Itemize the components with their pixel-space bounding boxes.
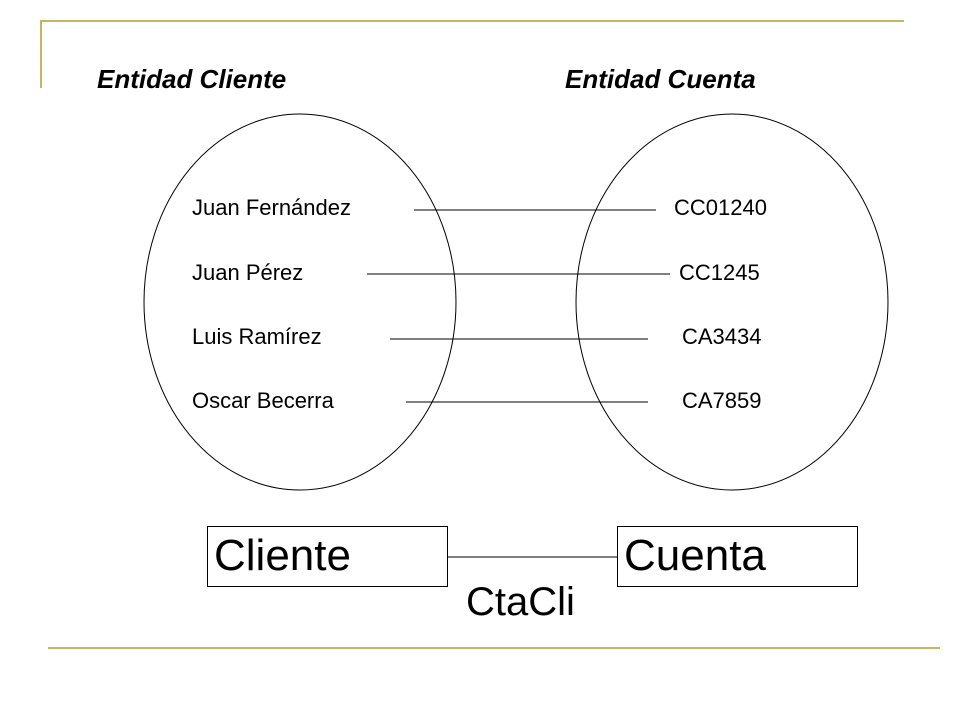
cuenta-item: CC01240 <box>674 195 767 220</box>
frame-bottom-line <box>48 647 940 649</box>
cliente-item: Juan Fernández <box>192 195 351 220</box>
cuenta-item: CA3434 <box>682 324 762 349</box>
relationship-label: CtaCli <box>466 580 575 624</box>
heading-entidad-cuenta: Entidad Cuenta <box>565 64 756 94</box>
cliente-item: Oscar Becerra <box>192 388 334 413</box>
cliente-item: Juan Pérez <box>192 260 304 285</box>
cuenta-item: CC1245 <box>679 260 760 285</box>
heading-entidad-cliente: Entidad Cliente <box>97 64 287 94</box>
cliente-item: Luis Ramírez <box>192 324 322 349</box>
entity-box-cuenta: Cuenta <box>617 526 858 587</box>
cliente-set-ellipse <box>143 113 457 491</box>
cuenta-item: CA7859 <box>682 388 762 413</box>
cuenta-set-ellipse <box>575 113 889 491</box>
frame-left-line <box>40 20 42 88</box>
entity-box-cliente: Cliente <box>207 526 448 587</box>
frame-top-line <box>40 20 904 22</box>
